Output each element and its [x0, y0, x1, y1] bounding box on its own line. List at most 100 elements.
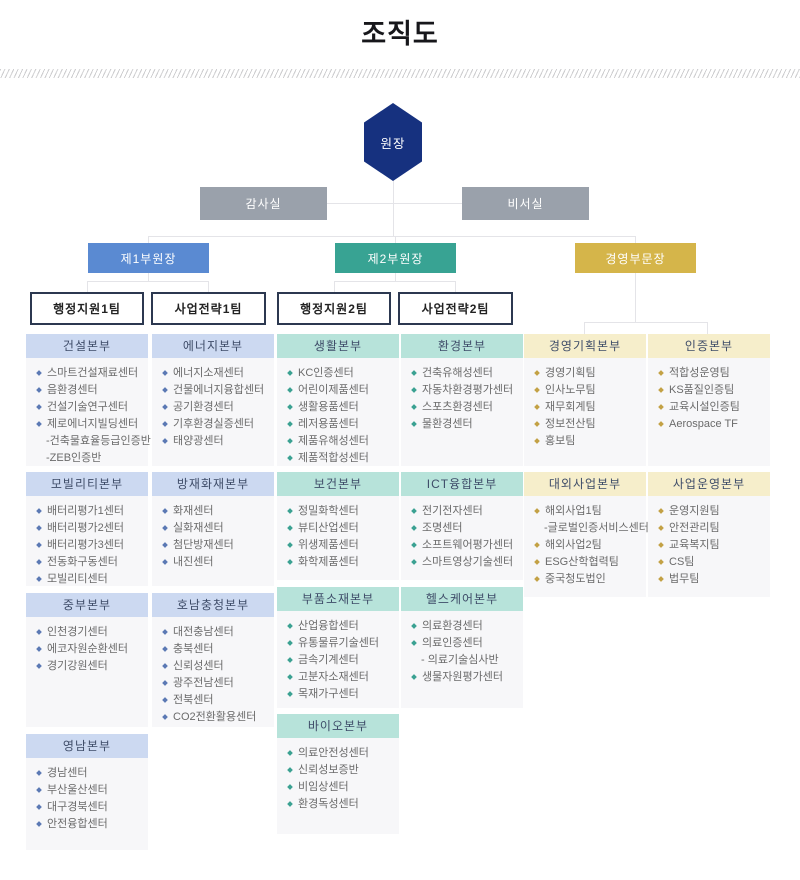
list-item: 내진센터 — [162, 554, 270, 571]
list-item: 건설기술연구센터 — [36, 399, 144, 416]
section-list: 정밀화학센터 뷰티산업센터 위생제품센터 화학제품센터 — [277, 496, 399, 580]
section-certification: 인증본부 적합성운영팀 KS품질인증팀 교육시설인증팀 Aerospace TF — [648, 334, 770, 466]
diamond-bullet-icon — [658, 420, 664, 427]
team-box-admin-support-1: 행정지원1팀 — [30, 292, 144, 325]
diamond-bullet-icon — [411, 541, 417, 548]
list-item: 공기환경센터 — [162, 399, 270, 416]
list-item: 유통물류기술센터 — [287, 635, 395, 652]
section-title: 대외사업본부 — [524, 472, 646, 496]
connector-offices-horizontal — [327, 203, 462, 204]
team-label: 행정지원1팀 — [53, 302, 121, 316]
connector-div3-horizontal — [584, 322, 708, 323]
list-item: Aerospace TF — [658, 416, 766, 433]
list-item: CS팀 — [658, 554, 766, 571]
list-item: 충북센터 — [162, 641, 270, 658]
list-item: 위생제품센터 — [287, 537, 395, 554]
column-5: 경영기획본부 경영기획팀 인사노무팀 재무회계팀 정보전산팀 홍보팀 대외사업본… — [524, 334, 649, 603]
diamond-bullet-icon — [658, 558, 664, 565]
list-item: 자동차환경평가센터 — [411, 382, 519, 399]
list-item: CO2전환활용센터 — [162, 709, 270, 726]
audit-office-box: 감사실 — [200, 187, 327, 220]
diamond-bullet-icon — [287, 749, 293, 756]
connector-stub — [208, 281, 209, 292]
connector-stub — [148, 236, 149, 243]
division-label: 제2부원장 — [367, 251, 424, 266]
section-management-planning: 경영기획본부 경영기획팀 인사노무팀 재무회계팀 정보전산팀 홍보팀 — [524, 334, 646, 466]
diamond-bullet-icon — [411, 420, 417, 427]
section-title: 부품소재본부 — [277, 587, 399, 611]
diamond-bullet-icon — [534, 558, 540, 565]
list-item: 적합성운영팀 — [658, 365, 766, 382]
section-title: 사업운영본부 — [648, 472, 770, 496]
diamond-bullet-icon — [162, 507, 168, 514]
list-item: 생물자원평가센터 — [411, 669, 519, 686]
section-title: 생활본부 — [277, 334, 399, 358]
section-title: 방재화재본부 — [152, 472, 274, 496]
director-node: 원장 — [364, 103, 422, 181]
diamond-bullet-icon — [411, 673, 417, 680]
list-item: 안전융합센터 — [36, 816, 144, 833]
diamond-bullet-icon — [162, 645, 168, 652]
section-list: 해외사업1팀 -글로벌인증서비스센터 해외사업2팀 ESG산학협력팀 중국청도법… — [524, 496, 649, 597]
connector-stub — [395, 236, 396, 243]
connector-div2-horizontal — [334, 281, 456, 282]
section-title: 경영기획본부 — [524, 334, 646, 358]
list-item: 교육시설인증팀 — [658, 399, 766, 416]
diamond-bullet-icon — [534, 369, 540, 376]
diamond-bullet-icon — [411, 558, 417, 565]
diamond-bullet-icon — [162, 628, 168, 635]
diamond-bullet-icon — [36, 369, 42, 376]
list-item: 배터리평가1센터 — [36, 503, 144, 520]
section-list: 경남센터 부산울산센터 대구경북센터 안전융합센터 — [26, 758, 148, 850]
section-list: 전기전자센터 조명센터 소프트웨어평가센터 스마트영상기술센터 — [401, 496, 523, 580]
list-item: 레저용품센터 — [287, 416, 395, 433]
division-management: 경영부문장 — [575, 243, 696, 273]
diamond-bullet-icon — [411, 386, 417, 393]
section-business-operations: 사업운영본부 운영지원팀 안전관리팀 교육복지팀 CS팀 법무팀 — [648, 472, 770, 597]
diamond-bullet-icon — [162, 369, 168, 376]
list-item: 소프트웨어평가센터 — [411, 537, 519, 554]
diamond-bullet-icon — [287, 507, 293, 514]
list-item: 태양광센터 — [162, 433, 270, 450]
section-fire-disaster: 방재화재본부 화재센터 실화재센터 첨단방재센터 내진센터 — [152, 472, 274, 586]
connector-stub — [148, 273, 149, 281]
list-item: 금속기계센터 — [287, 652, 395, 669]
diamond-bullet-icon — [658, 403, 664, 410]
list-subitem: - 의료기술심사반 — [421, 654, 499, 666]
section-list: KC인증센터 어린이제품센터 생활용품센터 레저용품센터 제품유해성센터 제품적… — [277, 358, 399, 466]
secretary-office-label: 비서실 — [507, 197, 544, 211]
section-title: 중부본부 — [26, 593, 148, 617]
section-list: 화재센터 실화재센터 첨단방재센터 내진센터 — [152, 496, 274, 586]
list-item: 비임상센터 — [287, 779, 395, 796]
diamond-bullet-icon — [658, 386, 664, 393]
list-item: ESG산학협력팀 — [534, 554, 642, 571]
section-title: 에너지본부 — [152, 334, 274, 358]
diamond-bullet-icon — [287, 673, 293, 680]
diamond-bullet-icon — [162, 696, 168, 703]
list-item: 제품적합성센터 — [287, 450, 395, 467]
section-healthcare: 헬스케어본부 의료환경센터 의료인증센터 - 의료기술심사반 생물자원평가센터 — [401, 587, 523, 708]
list-subitem: -건축물효율등급인증반 — [46, 435, 151, 447]
list-item: 제품유해성센터 — [287, 433, 395, 450]
section-title: 환경본부 — [401, 334, 523, 358]
list-item: 고분자소재센터 — [287, 669, 395, 686]
list-item: 정밀화학센터 — [287, 503, 395, 520]
section-overseas-business: 대외사업본부 해외사업1팀 -글로벌인증서비스센터 해외사업2팀 ESG산학협력… — [524, 472, 649, 597]
diamond-bullet-icon — [287, 800, 293, 807]
team-box-business-strategy-2: 사업전략2팀 — [398, 292, 513, 325]
diamond-bullet-icon — [36, 786, 42, 793]
division-label: 경영부문장 — [605, 251, 666, 266]
diamond-bullet-icon — [287, 386, 293, 393]
section-parts-materials: 부품소재본부 산업융합센터 유통물류기술센터 금속기계센터 고분자소재센터 목재… — [277, 587, 399, 708]
section-yeongnam-region: 영남본부 경남센터 부산울산센터 대구경북센터 안전융합센터 — [26, 734, 148, 850]
list-item: 법무팀 — [658, 571, 766, 588]
section-list: 에너지소재센터 건물에너지융합센터 공기환경센터 기후환경실증센터 태양광센터 — [152, 358, 274, 466]
section-title: 헬스케어본부 — [401, 587, 523, 611]
diamond-bullet-icon — [411, 403, 417, 410]
list-item: 해외사업2팀 — [534, 537, 642, 554]
list-item: 운영지원팀 — [658, 503, 766, 520]
diamond-bullet-icon — [287, 454, 293, 461]
list-item: 의료환경센터 — [411, 618, 519, 635]
list-item: 경기강원센터 — [36, 658, 144, 675]
